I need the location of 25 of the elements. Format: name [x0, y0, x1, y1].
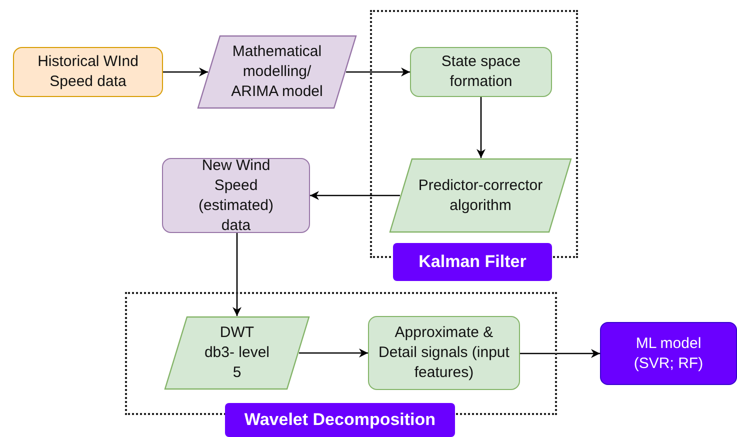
data-parallelogram	[197, 35, 357, 109]
process-box	[162, 158, 310, 233]
node-label: New Wind Speed (estimated) data	[197, 156, 275, 236]
process-box	[13, 47, 163, 97]
node-label: Predictor-corrector algorithm	[417, 176, 544, 216]
arrow	[476, 97, 486, 158]
group-title: Kalman Filter	[393, 243, 552, 281]
arrow	[520, 349, 600, 358]
arrow	[299, 348, 368, 358]
process-box	[600, 322, 737, 385]
arrow	[232, 233, 242, 316]
arrow	[346, 68, 410, 76]
arrow	[163, 68, 208, 76]
node-label: ML model (SVR; RF)	[633, 334, 704, 374]
process-box	[410, 47, 552, 97]
data-parallelogram	[164, 316, 310, 390]
group-title: Wavelet Decomposition	[225, 403, 455, 437]
arrow	[310, 191, 400, 200]
data-parallelogram	[389, 158, 572, 233]
process-box	[368, 316, 520, 390]
node-label: Historical WInd Speed data	[36, 52, 140, 92]
node-label: DWT db3- level 5	[204, 323, 270, 383]
node-label: State space formation	[440, 52, 522, 92]
node-label: Mathematical modelling/ ARIMA model	[230, 42, 324, 102]
node-label: Approximate & Detail signals (input features)	[378, 323, 510, 383]
